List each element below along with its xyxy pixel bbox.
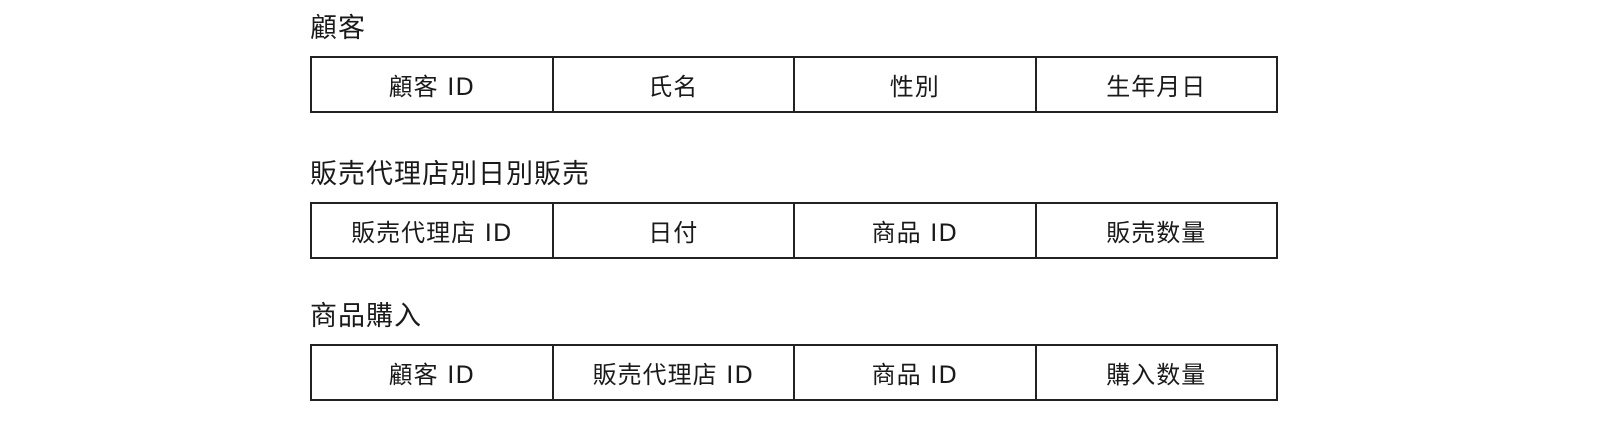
field-cell: 顧客 ID xyxy=(388,73,475,101)
record-layout: 販売代理店 ID 日付 商品 ID 販売数量 xyxy=(310,202,1278,259)
record-layout: 顧客 ID 氏名 性別 生年月日 xyxy=(310,56,1278,113)
table-title: 顧客 xyxy=(310,13,366,44)
field-cell: 性別 xyxy=(793,58,1035,111)
table-agency-daily-sales: 販売代理店別日別販売 販売代理店 ID 日付 商品 ID 販売数量 xyxy=(310,158,1278,259)
field-cell: 販売代理店 ID xyxy=(351,219,513,247)
record-layout: 顧客 ID 販売代理店 ID 商品 ID 購入数量 xyxy=(310,344,1278,401)
table-customer: 顧客 顧客 ID 氏名 性別 生年月日 xyxy=(310,12,1278,113)
field-cell: 販売数量 xyxy=(1034,204,1277,257)
field-cell: 氏名 xyxy=(551,58,794,111)
field-cell: 日付 xyxy=(551,204,794,257)
table-title: 販売代理店別日別販売 xyxy=(310,159,590,190)
field-cell: 販売代理店 ID xyxy=(551,346,794,399)
table-product-purchase: 商品購入 顧客 ID 販売代理店 ID 商品 ID 購入数量 xyxy=(310,300,1278,401)
field-cell: 生年月日 xyxy=(1034,58,1277,111)
table-title: 商品購入 xyxy=(310,301,422,332)
field-cell: 購入数量 xyxy=(1034,346,1277,399)
field-cell: 商品 ID xyxy=(793,346,1035,399)
field-cell: 商品 ID xyxy=(793,204,1035,257)
field-cell: 顧客 ID xyxy=(388,361,475,389)
